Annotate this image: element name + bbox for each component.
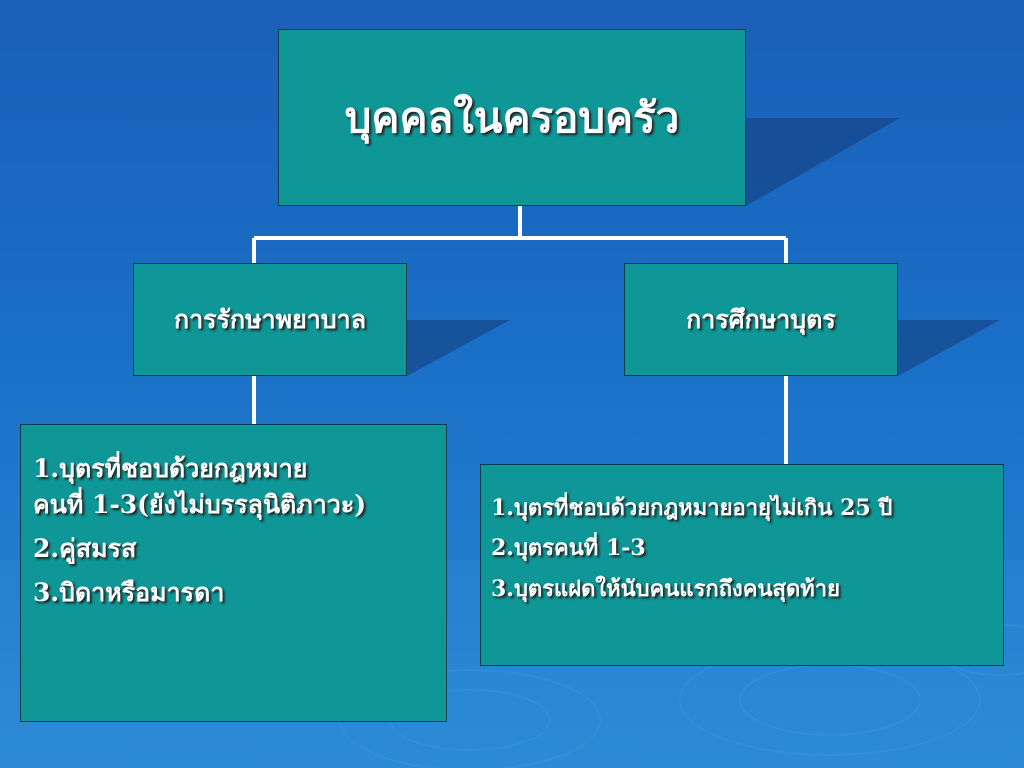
branch-education-label: การศึกษาบุตร [686,304,836,334]
branch-education-box: การศึกษาบุตร [624,263,898,376]
list-item: 2.คู่สมรส [33,534,137,563]
branch-medical-box: การรักษาพยาบาล [133,263,407,376]
list-item: คนที่ 1-3(ยังไม่บรรลุนิติภาวะ) [33,490,367,519]
list-item: 3.บุตรแฝดให้นับคนแรกถึงคนสุดท้าย [491,575,840,602]
list-item: 1.บุตรที่ชอบด้วยกฎหมาย [33,454,308,483]
branch-medical-label: การรักษาพยาบาล [173,304,367,334]
list-item: 3.บิดาหรือมารดา [33,578,225,607]
list-item: 1.บุตรที่ชอบด้วยกฎหมายอายุไม่เกิน 25 ปี [491,495,893,521]
list-item: 2.บุตรคนที่ 1-3 [491,535,646,562]
title-box: บุคคลในครอบครัว [278,29,746,206]
title-text: บุคคลในครอบครัว [344,92,680,142]
education-eligibility-list: 1.บุตรที่ชอบด้วยกฎหมายอายุไม่เกิน 25 ปี … [480,464,1004,666]
medical-eligibility-list: 1.บุตรที่ชอบด้วยกฎหมาย คนที่ 1-3(ยังไม่บ… [20,424,447,722]
